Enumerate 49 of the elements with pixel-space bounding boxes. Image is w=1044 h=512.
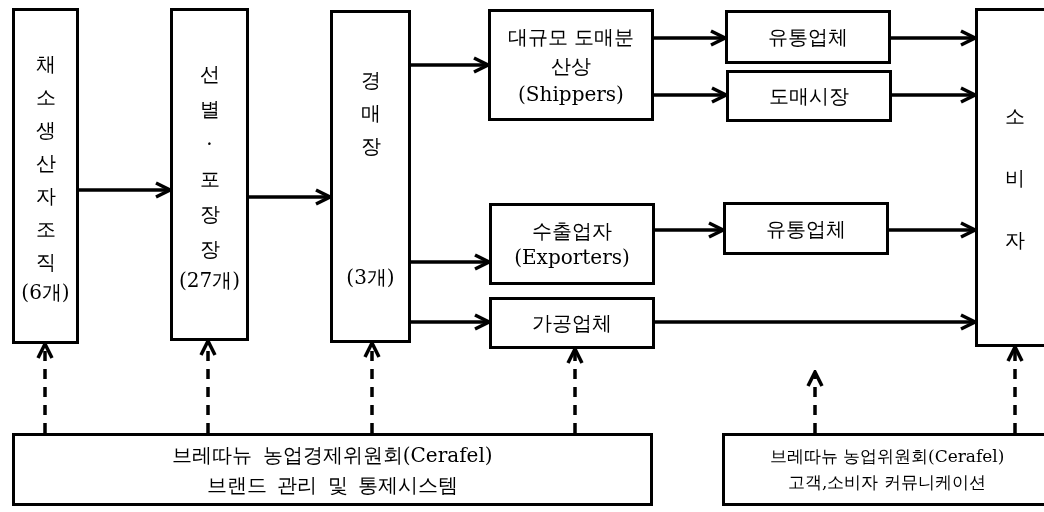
box-label: (6개) [21, 278, 70, 305]
box-label: 대규모 도매분산상 [506, 24, 636, 80]
box-label: (Shippers) [518, 81, 624, 107]
process-box [726, 70, 892, 122]
process-box [12, 8, 79, 344]
process-box [725, 10, 891, 64]
process-box [723, 202, 889, 255]
arrow [889, 221, 977, 239]
process-box [330, 10, 411, 343]
dashed-arrow [36, 342, 54, 433]
arrow [249, 188, 332, 206]
arrow [891, 29, 977, 47]
box-label: 채소생산자조직 [35, 50, 56, 276]
process-box [170, 8, 249, 341]
organization-box [12, 433, 653, 506]
box-label: 선별·포장장 [199, 60, 220, 263]
process-box [489, 203, 655, 285]
box-label: 소비자 [1004, 102, 1026, 254]
box-label: 고객,소비자 커뮤니케이션 [788, 470, 986, 494]
box-label: (Exporters) [514, 244, 630, 270]
dashed-arrow [806, 370, 824, 433]
box-label: 수출업자 [532, 218, 612, 244]
box-label: 도매시장 [769, 83, 849, 109]
box-label: 경매장 [360, 66, 381, 160]
dashed-arrow [199, 339, 217, 433]
process-box [488, 9, 654, 121]
organization-box [722, 433, 1044, 506]
dashed-arrow [1006, 345, 1024, 433]
arrow [411, 56, 490, 74]
box-label: (27개) [178, 266, 241, 293]
arrow [655, 221, 725, 239]
box-label: 브랜드 관리 및 통제시스템 [206, 471, 459, 499]
arrow [654, 29, 727, 47]
arrow [892, 86, 977, 104]
box-label: 유통업체 [768, 24, 848, 50]
box-label: 가공업체 [532, 310, 612, 336]
arrow [411, 313, 491, 331]
arrow [411, 253, 491, 271]
box-label: 브레따뉴 농업경제위원회(Cerafel) [172, 441, 493, 469]
arrow [654, 86, 728, 104]
arrow [655, 313, 977, 331]
process-box [975, 8, 1044, 347]
dashed-arrow [566, 347, 584, 433]
process-box [489, 297, 655, 349]
box-label: 브레따뉴 농업위원회(Cerafel) [769, 445, 1005, 468]
arrow [79, 181, 172, 199]
dashed-arrow [363, 341, 381, 433]
box-label: 유통업체 [766, 215, 846, 242]
box-label: (3개) [346, 263, 395, 290]
